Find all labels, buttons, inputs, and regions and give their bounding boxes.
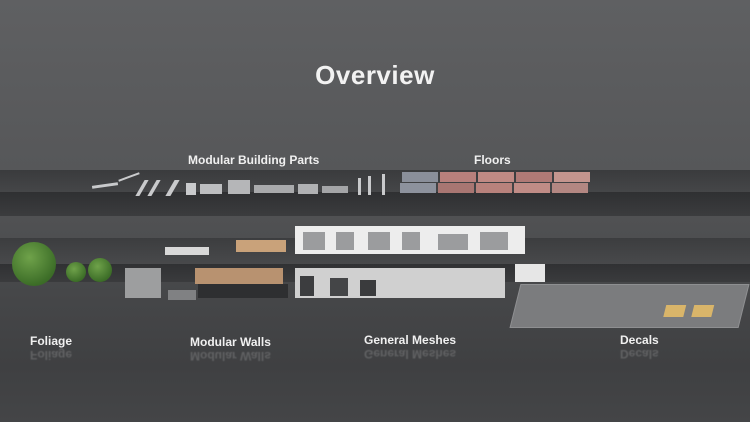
label-text: Foliage [30, 334, 73, 348]
mesh-item [402, 232, 420, 250]
label-reflection: Foliage [30, 348, 73, 362]
mesh-prop [300, 276, 314, 296]
decals-sheet [509, 284, 750, 328]
mesh-item [480, 232, 508, 250]
building-part [186, 183, 196, 195]
mesh-item [368, 232, 390, 250]
floor-tile [514, 183, 550, 193]
floor-tile [516, 172, 552, 182]
page-title: Overview [315, 60, 435, 90]
building-part [382, 174, 385, 195]
wall-piece [125, 268, 161, 298]
floor-tile [438, 183, 474, 193]
upper-shelf [0, 170, 750, 192]
label-decals: Decals Decals [620, 333, 659, 361]
mesh-prop [360, 280, 376, 296]
building-part [200, 184, 222, 194]
tree [66, 262, 86, 282]
label-reflection: General Meshes [364, 347, 457, 361]
mesh-prop [330, 278, 348, 296]
label-text: Modular Walls [190, 335, 271, 349]
wall-piece [195, 268, 283, 284]
floor-tile [478, 172, 514, 182]
wall-piece [168, 290, 196, 300]
label-text: Decals [620, 333, 659, 347]
mesh-item [438, 234, 468, 250]
mesh-prop [515, 264, 545, 282]
label-reflection: Decals [620, 347, 659, 361]
mesh-prop [295, 268, 505, 298]
tree [12, 242, 56, 286]
floor-tile [476, 183, 512, 193]
decal-accent [663, 305, 687, 317]
floor-tile [554, 172, 590, 182]
label-modular-building-parts: Modular Building Parts [188, 153, 319, 167]
building-part [298, 184, 318, 194]
mesh-item [303, 232, 325, 250]
label-floors: Floors [474, 153, 511, 167]
label-foliage: Foliage Foliage [30, 334, 72, 362]
label-text: Floors [474, 153, 511, 167]
label-text: General Meshes [364, 333, 457, 347]
label-reflection: Modular Walls [190, 349, 271, 363]
label-text: Modular Building Parts [188, 153, 320, 167]
floor-tile [402, 172, 438, 182]
floor-tile [400, 183, 436, 193]
building-part [358, 178, 361, 195]
building-part [228, 180, 250, 194]
mesh-item [236, 240, 286, 252]
decal-accent [691, 305, 715, 317]
building-part [322, 186, 348, 193]
floor-tile [440, 172, 476, 182]
label-general-meshes: General Meshes General Meshes [364, 333, 456, 361]
building-part [254, 185, 294, 193]
upper-shelf-front [0, 192, 750, 216]
mesh-item [165, 247, 209, 255]
tree [88, 258, 112, 282]
floor-tile [552, 183, 588, 193]
mesh-item [336, 232, 354, 250]
building-part [368, 176, 371, 195]
wall-piece [198, 284, 288, 298]
label-modular-walls: Modular Walls Modular Walls [190, 335, 271, 363]
